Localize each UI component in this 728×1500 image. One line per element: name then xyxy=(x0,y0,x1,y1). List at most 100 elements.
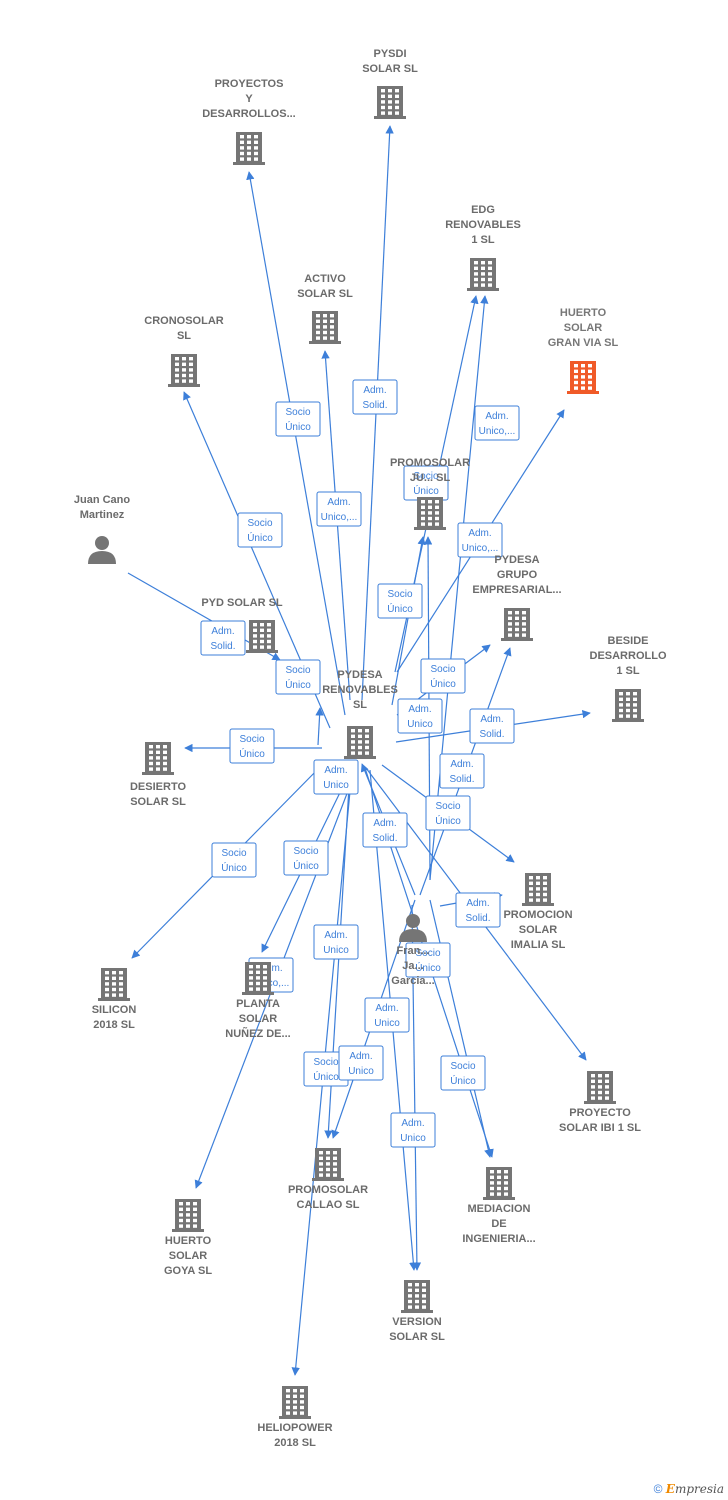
badge-text: Único xyxy=(285,678,311,691)
building-icon xyxy=(584,1071,616,1104)
badge-text: Socio xyxy=(435,801,460,812)
badge-text: Solid. xyxy=(210,641,235,652)
node-label: 1 SL xyxy=(616,665,640,677)
relation-badge-francisco-version[interactable]: Adm.Unico xyxy=(390,1112,436,1148)
node-francisco[interactable]: Fran...Ja...Garcia... xyxy=(391,914,435,987)
badge-text: Adm. xyxy=(485,411,508,422)
node-pyd[interactable]: PYD SOLAR SL xyxy=(201,597,283,653)
relation-badge-pydesa-ren-huerto-gv[interactable]: Adm.Unico,... xyxy=(457,522,503,558)
badge-box xyxy=(455,892,501,928)
badge-text: Adm. xyxy=(327,497,350,508)
badge-box xyxy=(469,708,515,744)
empresia-logo[interactable]: Empresia xyxy=(665,1482,724,1496)
badge-text: Socio xyxy=(293,846,318,857)
node-label: Juan Cano xyxy=(74,494,131,506)
edge-pydesa-ren-to-proyectos[interactable] xyxy=(246,171,346,716)
badge-box xyxy=(229,728,275,764)
node-label: PLANTA xyxy=(236,998,280,1010)
node-label: Fran... xyxy=(396,945,429,957)
badge-text: Solid. xyxy=(449,774,474,785)
badge-text: Único xyxy=(450,1074,476,1087)
relation-badge-francisco-edg[interactable]: Adm. Unico,... xyxy=(474,405,520,441)
building-icon xyxy=(98,968,130,1001)
badge-text: Unico xyxy=(407,719,433,730)
node-pydesa-grupo[interactable]: PYDESAGRUPOEMPRESARIAL... xyxy=(472,554,562,641)
relation-badge-francisco-promocion-imalia[interactable]: Adm.Solid. xyxy=(455,892,501,928)
badge-text: Unico,... xyxy=(479,426,516,437)
badge-text: Socio xyxy=(450,1061,475,1072)
relation-badge-francisco-promosolar-j[interactable]: Adm.Unico xyxy=(397,698,443,734)
node-label: 2018 SL xyxy=(93,1019,135,1031)
relation-badge-pydesa-ren-pysdi[interactable]: Adm.Solid. xyxy=(352,379,398,415)
badge-box xyxy=(352,379,398,415)
relation-badge-juan-pyd[interactable]: Adm.Solid. xyxy=(200,620,246,656)
node-label: SOLAR SL xyxy=(130,796,186,808)
relation-badge-francisco-pydesa-grupo[interactable]: Adm.Solid. xyxy=(439,753,485,789)
badge-box xyxy=(237,512,283,548)
badge-box xyxy=(211,842,257,878)
badge-text: Adm. xyxy=(373,818,396,829)
badge-text: Unico,... xyxy=(321,512,358,523)
node-label: SOLAR xyxy=(169,1250,208,1262)
node-label: 2018 SL xyxy=(274,1437,316,1449)
badge-text: Único xyxy=(435,814,461,827)
node-label: PYD SOLAR SL xyxy=(201,597,283,609)
relation-badge-francisco-pydesa-ren[interactable]: Adm.Solid. xyxy=(362,812,408,848)
node-mediacion[interactable]: MEDIACIONDEINGENIERIA... xyxy=(462,1167,536,1245)
node-label: SOLAR SL xyxy=(297,288,353,300)
node-proyectos[interactable]: PROYECTOSYDESARROLLOS... xyxy=(202,78,296,165)
relation-badge-francisco-mediacion[interactable]: Adm.Unico xyxy=(364,997,410,1033)
edge-pydesa-ren-to-pyd[interactable] xyxy=(315,707,324,746)
relation-badge-francisco-promosolar-callao[interactable]: Adm.Unico xyxy=(338,1045,384,1081)
badge-box xyxy=(397,698,443,734)
node-label: SILICON xyxy=(92,1004,137,1016)
edge-pydesa-ren-to-promosolar-j[interactable] xyxy=(391,536,426,706)
edge-francisco-to-mediacion[interactable] xyxy=(429,899,493,1158)
building-icon xyxy=(312,1148,344,1181)
relation-badge-pydesa-ren-beside[interactable]: Adm.Solid. xyxy=(469,708,515,744)
relation-badge-pydesa-ren-activo[interactable]: Adm. Unico,... xyxy=(316,491,362,527)
relation-badge-pydesa-ren-proyecto-ibi[interactable]: Adm.Unico xyxy=(313,759,359,795)
badge-box xyxy=(200,620,246,656)
badge-box xyxy=(440,1055,486,1091)
relation-badge-pydesa-ren-heliopower[interactable]: Adm.Unico xyxy=(313,924,359,960)
node-label: PYSDI xyxy=(373,48,406,60)
badge-box xyxy=(377,583,423,619)
node-label: Ja... xyxy=(402,960,423,972)
node-silicon[interactable]: SILICON 2018 SL xyxy=(92,968,137,1031)
node-label: SOLAR xyxy=(519,924,558,936)
badge-text: Unico xyxy=(323,945,349,956)
edge-francisco-to-edg[interactable] xyxy=(429,295,489,881)
badge-text: Socio xyxy=(285,407,310,418)
